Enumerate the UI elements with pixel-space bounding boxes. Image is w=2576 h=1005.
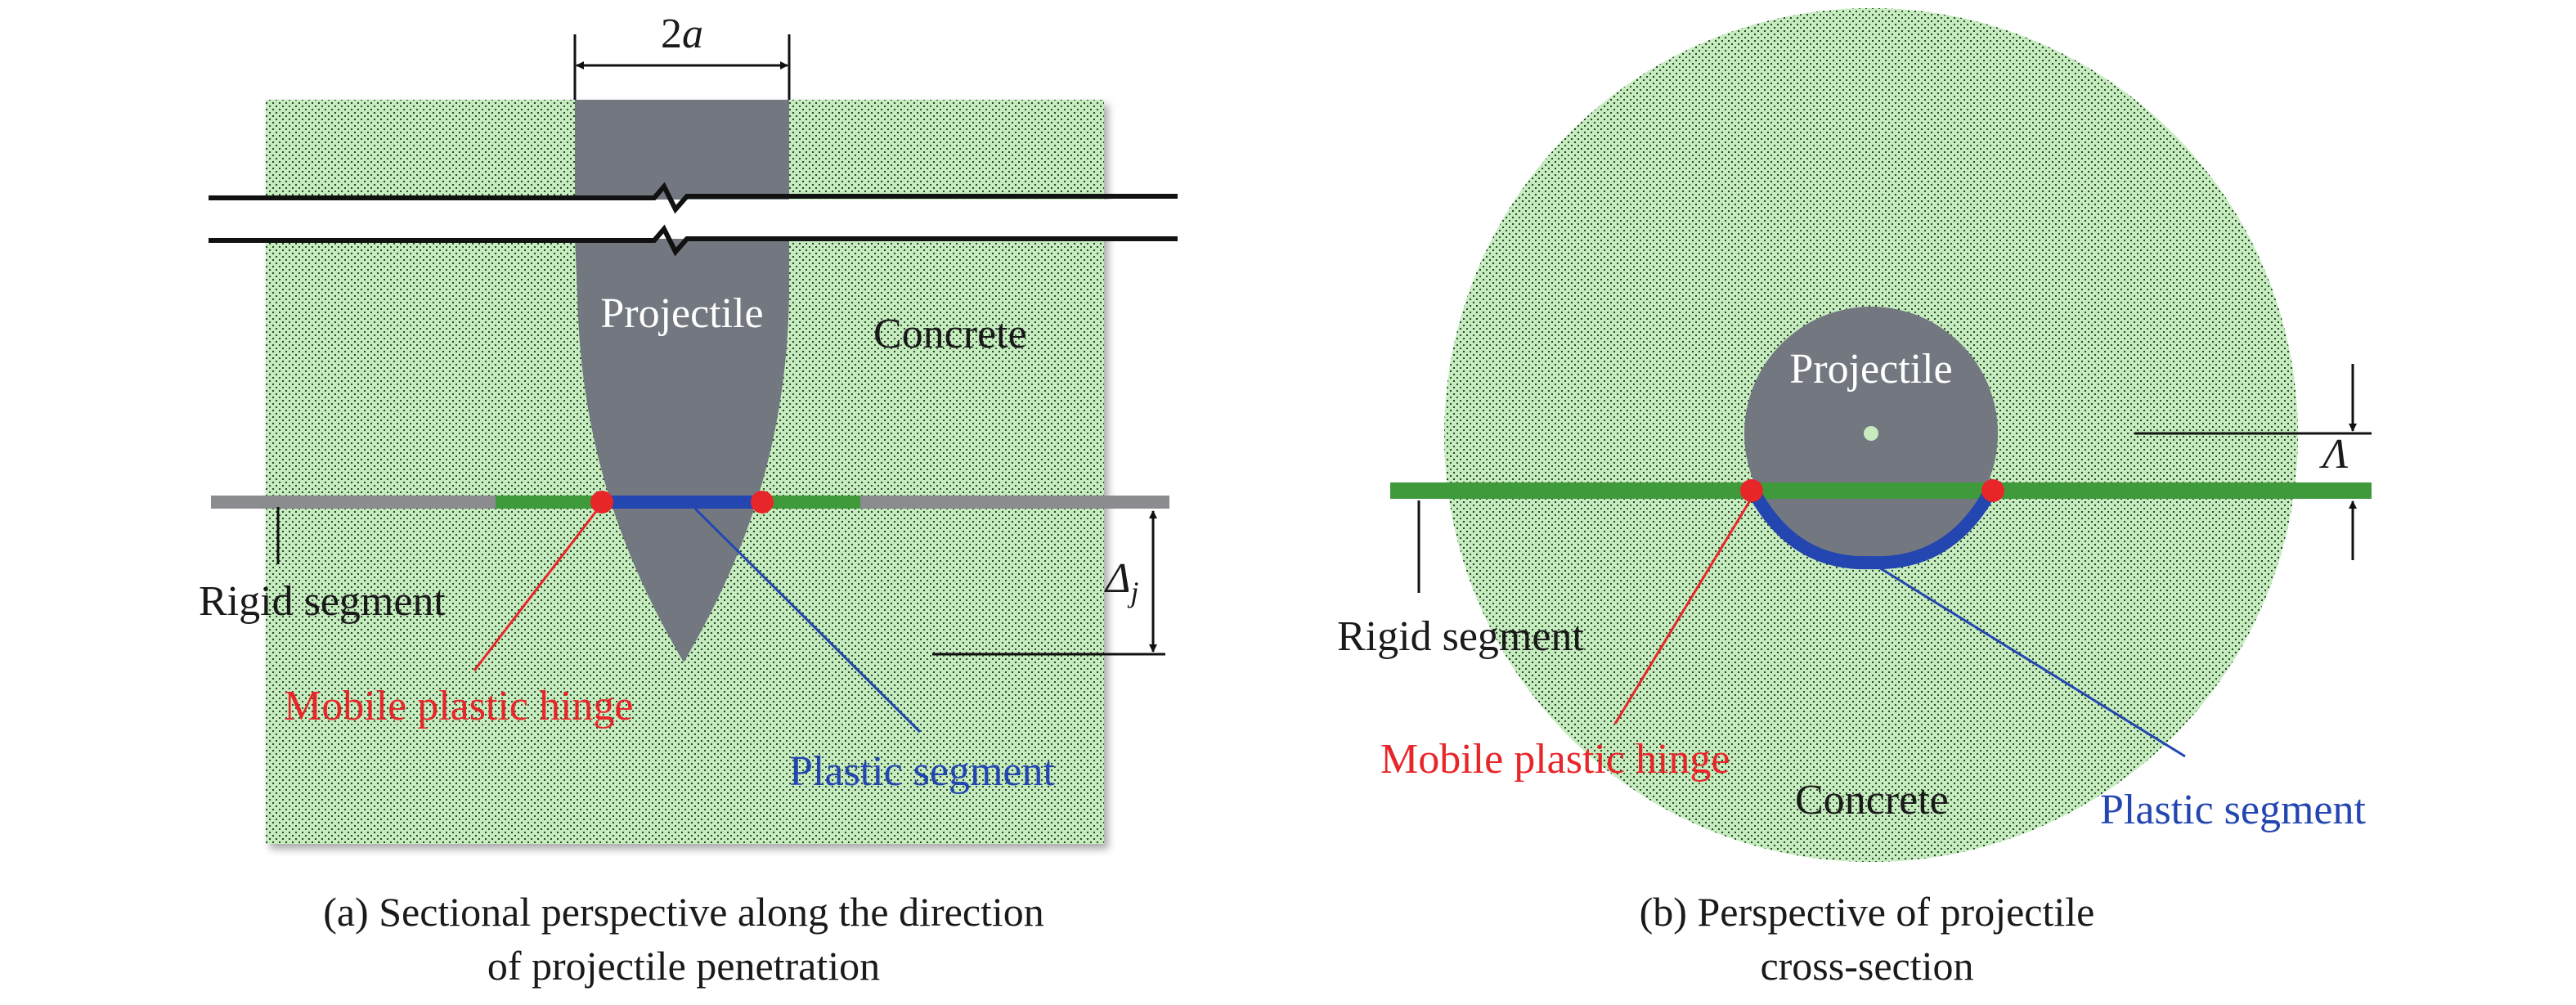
projectile-center: [1864, 426, 1878, 441]
hinge-leader-b: [1613, 500, 1752, 725]
caption-b-line2: cross-section: [1760, 943, 1973, 989]
hinge-leader: [473, 506, 601, 671]
projectile-label-a: Projectile: [600, 290, 763, 337]
caption-a-line2: of projectile penetration: [487, 943, 880, 989]
green-bar-b: [1390, 482, 2372, 499]
lambda-label: Λ: [2318, 431, 2349, 478]
plastic-label-a: Plastic segment: [789, 748, 1056, 795]
projectile-label-b: Projectile: [1789, 346, 1952, 393]
panel-a: 2a Δj Projectile Concrete Rigid segment …: [199, 11, 1178, 989]
hinge-label-b: Mobile plastic hinge: [1380, 736, 1730, 783]
rigid-bar-right: [860, 496, 1169, 509]
plastic-hinge-right: [751, 491, 774, 514]
rigid-segment-label-a: Rigid segment: [199, 578, 446, 625]
break-line-bottom: [209, 224, 1178, 257]
plastic-leader: [693, 507, 922, 734]
plastic-hinge-left: [590, 491, 613, 514]
caption-b-line1: (b) Perspective of projectile: [1640, 889, 2095, 935]
break-line-top: [209, 182, 1178, 214]
break-gap: [204, 200, 1178, 239]
caption-a-line1: (a) Sectional perspective along the dire…: [323, 889, 1044, 935]
plastic-leader-b: [1870, 561, 2186, 758]
plastic-hinge-left-b: [1740, 479, 1763, 502]
panel-b: Λ Projectile Concrete Rigid segment Mobi…: [1337, 8, 2372, 989]
rigid-segment-label-b: Rigid segment: [1337, 613, 1584, 660]
dim-2a-label: 2a: [661, 11, 703, 57]
plastic-hinge-right-b: [1981, 479, 2004, 502]
concrete-label-b: Concrete: [1795, 777, 1949, 823]
plastic-bar: [602, 496, 762, 509]
delta-j-label: Δj: [1104, 555, 1139, 608]
hinge-label-a: Mobile plastic hinge: [284, 683, 633, 729]
plastic-label-b: Plastic segment: [2100, 787, 2367, 833]
green-bar-left: [496, 496, 602, 509]
rigid-bar-left: [211, 496, 496, 509]
concrete-label-a: Concrete: [873, 311, 1027, 357]
projectile-body: [575, 239, 789, 662]
projectile-shank: [575, 100, 789, 200]
green-bar-right: [762, 496, 860, 509]
